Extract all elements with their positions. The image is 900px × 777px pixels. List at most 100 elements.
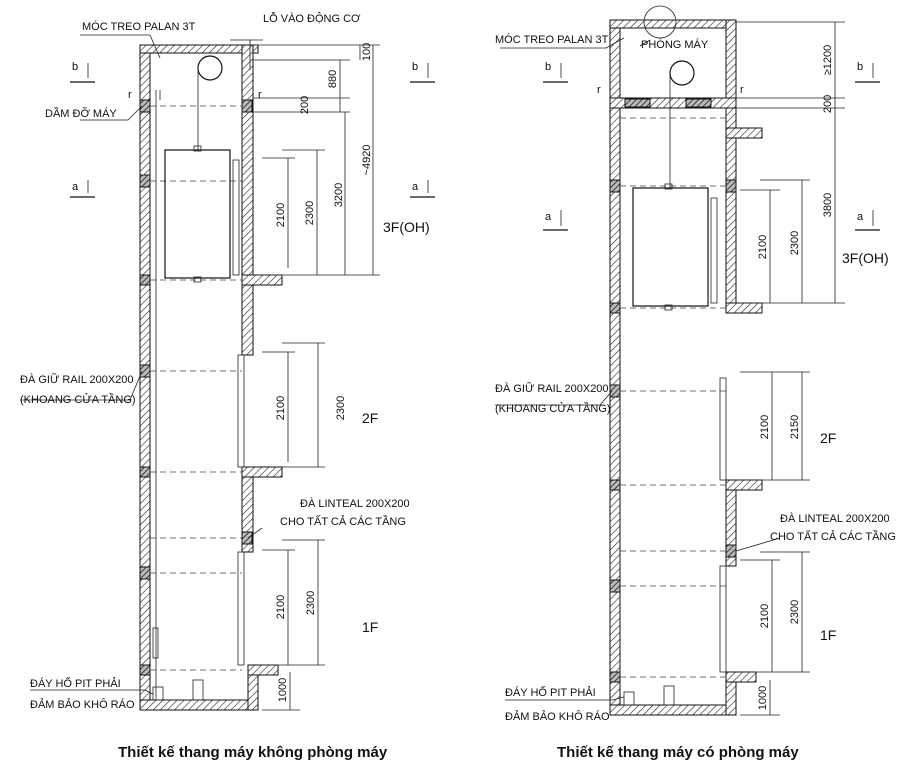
right-section-b: b <box>545 61 551 73</box>
right-dim-3800: 3800 <box>822 193 834 217</box>
left-floor-1f: 1F <box>362 619 378 635</box>
right-hoist-hook-label: MÓC TREO PALAN 3T <box>495 33 609 46</box>
left-dim-1000: 1000 <box>277 678 289 702</box>
right-door-1f <box>719 565 727 673</box>
right-section-b-right: b <box>857 61 863 73</box>
right-drawing: MÓC TREO PALAN 3T PHÒNG MÁY ĐÀ GIỮ RAIL … <box>495 5 896 761</box>
right-dim-2100-3f: 2100 <box>757 235 769 259</box>
left-slab-1f <box>247 664 279 676</box>
left-section-a: a <box>72 181 79 193</box>
right-beam <box>609 302 621 314</box>
right-rail-beam-label: ĐÀ GIỮ RAIL 200X200 <box>495 382 609 395</box>
left-slab-3f <box>241 274 283 286</box>
right-machine-room-floor <box>609 97 737 109</box>
left-machine-beam-label: DẦM ĐỠ MÁY <box>45 107 117 120</box>
left-beam <box>139 364 151 378</box>
left-shaft-right-wall-top <box>241 44 254 286</box>
left-beam <box>139 566 151 580</box>
right-pit-floor <box>609 704 737 716</box>
left-beam <box>139 466 151 478</box>
right-r-mark-right: r <box>740 84 744 96</box>
left-rail-beam-sub: (KHOANG CỬA TẦNG) <box>20 393 136 406</box>
right-beam <box>609 479 621 491</box>
right-pulley <box>669 60 695 86</box>
left-lintel-label: ĐÀ LINTEAL 200X200 <box>300 497 410 510</box>
left-floor-3f: 3F(OH) <box>383 219 430 235</box>
right-slab-1f <box>725 671 757 683</box>
right-beam <box>609 671 621 683</box>
left-lintel-sub: CHO TẤT CẢ CÁC TẦNG <box>280 515 406 528</box>
left-shaft-roof <box>139 44 259 54</box>
left-r-mark-right: r <box>258 89 262 101</box>
left-motor-hole-label: LỖ VÀO ĐỘNG CƠ <box>263 12 361 25</box>
left-beam <box>241 99 253 113</box>
left-wall-seg <box>241 284 254 356</box>
left-section-b-right: b <box>412 61 418 73</box>
right-dim-2100-1f: 2100 <box>759 604 771 628</box>
right-pit-sub: ĐẢM BẢO KHÔ RÁO <box>505 710 610 723</box>
left-elevator-car <box>164 149 231 279</box>
left-door-1f <box>237 551 245 666</box>
left-dim-2100-1f: 2100 <box>275 595 287 619</box>
right-floor-block <box>685 98 712 108</box>
left-pit-label: ĐÁY HỐ PIT PHẢI <box>30 676 121 690</box>
left-dim-100: 100 <box>361 43 373 61</box>
left-dim-880: 880 <box>327 70 339 88</box>
right-floor-1f: 1F <box>820 627 836 643</box>
left-caption: Thiết kế thang máy không phòng máy <box>118 744 388 761</box>
left-floor-2f: 2F <box>362 410 378 426</box>
right-dim-2300-1f: 2300 <box>789 600 801 624</box>
right-caption: Thiết kế thang máy có phòng máy <box>557 744 799 761</box>
right-rail-beam-sub: (KHOANG CỬA TẦNG) <box>495 402 611 415</box>
right-pit-wall <box>725 679 737 716</box>
right-shaft-left-wall <box>609 19 621 716</box>
left-door-2f <box>237 354 245 468</box>
left-dim-2300-2f: 2300 <box>335 396 347 420</box>
right-section-a: a <box>545 211 552 223</box>
right-floor-2f: 2F <box>820 430 836 446</box>
right-dim-1000: 1000 <box>757 686 769 710</box>
right-lintel-label: ĐÀ LINTEAL 200X200 <box>780 512 890 525</box>
left-rail-beam-label: ĐÀ GIỮ RAIL 200X200 <box>20 373 134 386</box>
right-dim-200: 200 <box>822 95 834 113</box>
left-dim-3200: 3200 <box>333 183 345 207</box>
right-machine-room-roof <box>609 19 737 29</box>
left-pulley <box>197 55 223 81</box>
right-shaft-right-wall <box>725 107 737 314</box>
left-dim-2100-2f: 2100 <box>275 396 287 420</box>
right-beam <box>609 579 621 593</box>
right-door-2f <box>719 377 727 481</box>
right-elevator-car <box>632 187 709 307</box>
left-dim-2300-1f: 2300 <box>305 591 317 615</box>
right-beam <box>725 544 737 558</box>
left-section-b: b <box>72 61 78 73</box>
left-drawing: MÓC TREO PALAN 3T LỖ VÀO ĐỘNG CƠ DẦM ĐỠ … <box>20 12 435 761</box>
left-dim-2100-3f: 2100 <box>275 203 287 227</box>
left-pit-sub: ĐẢM BẢO KHÔ RÁO <box>30 698 135 711</box>
left-pit-floor <box>139 699 259 711</box>
left-beam <box>139 174 151 188</box>
left-beam <box>139 664 151 676</box>
left-beam <box>139 274 151 286</box>
right-r-mark: r <box>597 84 601 96</box>
right-dim-2300-3f: 2300 <box>789 231 801 255</box>
left-r-mark: r <box>128 89 132 101</box>
right-lintel-sub: CHO TẤT CẢ CÁC TẦNG <box>770 530 896 543</box>
right-beam <box>609 179 621 193</box>
right-machine-room-label: PHÒNG MÁY <box>641 38 709 51</box>
left-section-a-right: a <box>412 181 419 193</box>
left-dim-2300-3f: 2300 <box>304 201 316 225</box>
left-dim-200: 200 <box>299 96 311 114</box>
right-floor-block <box>624 98 651 108</box>
right-dim-2150-2f: 2150 <box>789 415 801 439</box>
left-hoist-hook-label: MÓC TREO PALAN 3T <box>82 20 196 33</box>
left-dim-4920: ~4920 <box>361 145 373 176</box>
right-floor-3f: 3F(OH) <box>842 250 889 266</box>
left-beam <box>241 531 253 545</box>
left-pit-wall <box>247 671 259 711</box>
right-dim-1200: ≥1200 <box>822 45 834 76</box>
right-slab-3f <box>725 302 763 314</box>
right-machine-room-wall <box>725 19 737 101</box>
